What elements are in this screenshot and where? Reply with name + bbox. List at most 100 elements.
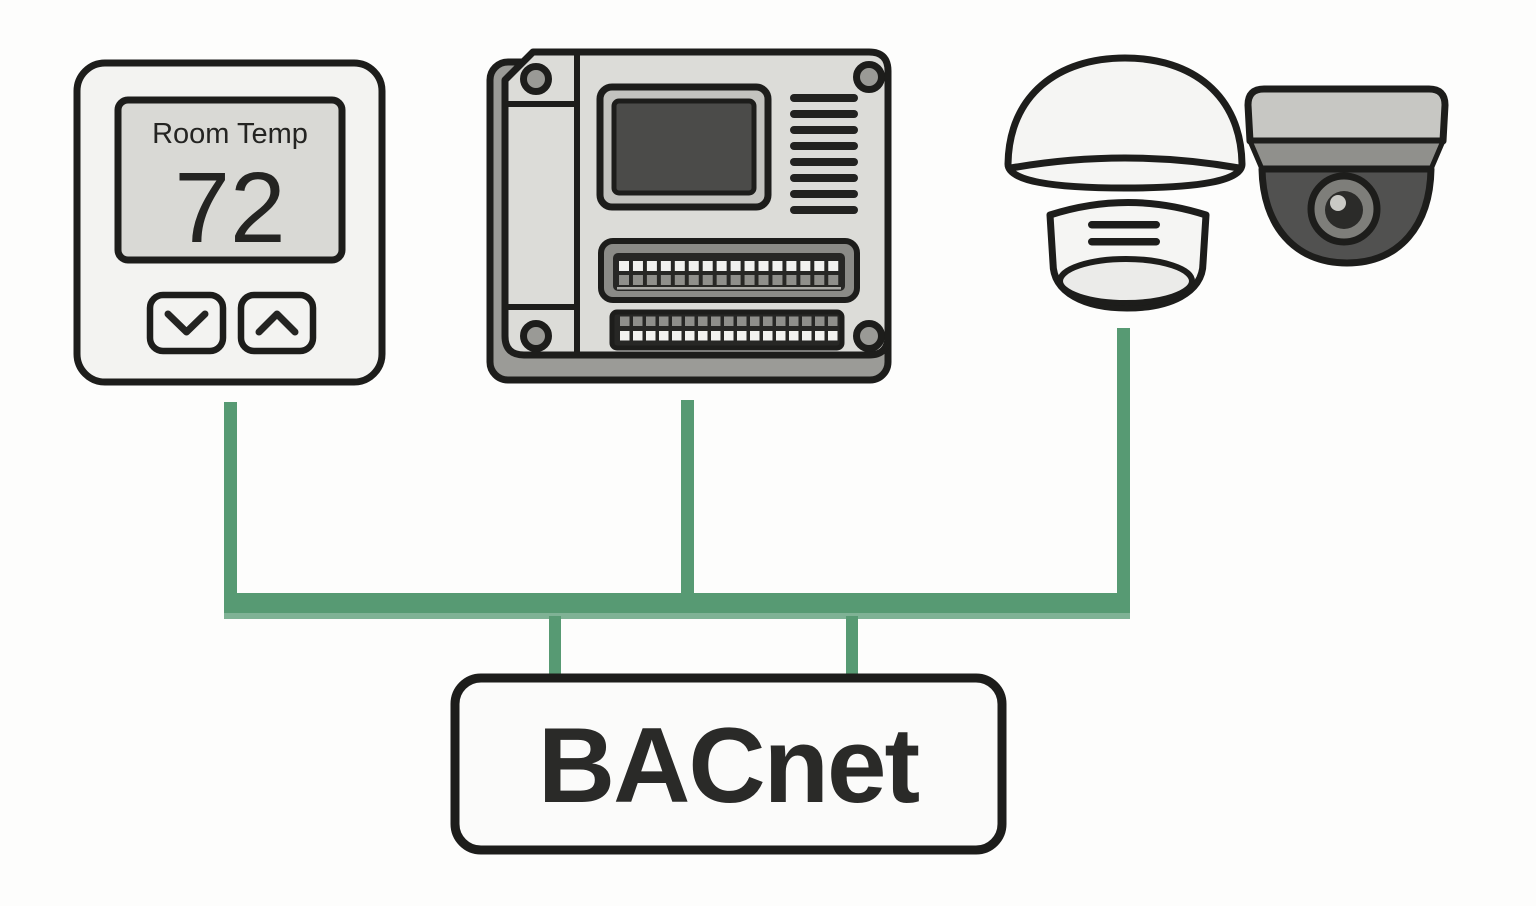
terminal-pin (750, 331, 760, 341)
network-connectors (224, 328, 1130, 679)
bacnet-drop-line-left (549, 616, 561, 679)
terminal-pin (737, 316, 747, 326)
terminal-pin (763, 331, 773, 341)
terminal-pin (763, 316, 773, 326)
screw-icon (853, 61, 885, 93)
terminal-pin (659, 316, 669, 326)
sensor-dome (1004, 54, 1246, 192)
terminal-pin (633, 316, 643, 326)
terminal-pin (750, 316, 760, 326)
terminal-pin (828, 331, 838, 341)
terminal-block-bottom-pins (620, 316, 838, 341)
controller-drop-line (681, 400, 694, 616)
terminal-pin (633, 331, 643, 341)
terminal-pin (716, 275, 727, 285)
terminal-pin (620, 331, 630, 341)
sensor-drop-line (1117, 328, 1130, 616)
thermostat-display (114, 96, 346, 264)
terminal-pin (685, 331, 695, 341)
screw-icon (520, 320, 552, 352)
vent-bar (790, 110, 858, 118)
terminal-pin (730, 261, 741, 271)
temp-down-button[interactable] (146, 291, 227, 355)
terminal-pin (660, 261, 671, 271)
terminal-pin (620, 316, 630, 326)
terminal-pin (619, 275, 629, 285)
ceiling-smoke-detector (1004, 54, 1246, 312)
terminal-pin (789, 331, 799, 341)
vent-bar (790, 142, 858, 150)
thermostat: Room Temp 72 (73, 59, 386, 386)
vent-grille (790, 94, 858, 214)
vent-bar (790, 174, 858, 182)
controller-mount-strip (507, 54, 580, 353)
terminal-pin (632, 261, 643, 271)
camera-lens (1325, 191, 1363, 229)
terminal-pin (724, 331, 734, 341)
terminal-pin (646, 316, 656, 326)
bus-line-shadow (224, 613, 1130, 619)
vent-bar (790, 126, 858, 134)
bacnet-label: BACnet (538, 705, 920, 825)
terminal-pin (688, 275, 699, 285)
camera-housing (1244, 85, 1449, 145)
terminal-pin (786, 275, 797, 285)
bacnet-box (450, 673, 1007, 855)
temp-up-button-face[interactable] (237, 291, 317, 355)
sensor-vent-slot (1088, 221, 1160, 229)
temp-up-button[interactable] (237, 291, 317, 355)
terminal-pin (815, 316, 825, 326)
terminal-pin (619, 261, 629, 271)
bacnet-drop-line-right (846, 616, 858, 679)
terminal-pin (758, 261, 769, 271)
terminal-block-top-pins (619, 261, 839, 285)
terminal-pin (828, 261, 839, 271)
terminal-pin (702, 275, 713, 285)
terminal-pin (674, 261, 685, 271)
terminal-pin (646, 331, 656, 341)
terminal-pin (672, 331, 682, 341)
sensor-base-bottom (1057, 256, 1195, 306)
terminal-pin (711, 316, 721, 326)
terminal-pin (802, 331, 812, 341)
terminal-pin (758, 275, 769, 285)
terminal-pin (814, 275, 825, 285)
terminal-block-top-ledge (617, 287, 841, 290)
terminal-pin (789, 316, 799, 326)
terminal-pin (772, 261, 783, 271)
terminal-pin (744, 261, 755, 271)
terminal-pin (646, 275, 657, 285)
terminal-pin (772, 275, 783, 285)
dome-camera (1244, 85, 1449, 267)
room-temp-label: Room Temp (152, 118, 308, 150)
camera-band (1247, 138, 1446, 172)
controller-screen (611, 98, 757, 196)
ddc-controller (486, 48, 892, 384)
terminal-pin (698, 331, 708, 341)
temperature-value: 72 (174, 152, 285, 264)
terminal-pin (646, 261, 657, 271)
terminal-pin (711, 331, 721, 341)
terminal-pin (724, 316, 734, 326)
vent-bar (790, 158, 858, 166)
bus-line (224, 593, 1130, 613)
thermostat-drop-line (224, 402, 237, 616)
chevron-up-icon (255, 310, 299, 336)
screw-icon (520, 63, 552, 95)
screw-icon (853, 320, 885, 352)
temp-down-button-face[interactable] (146, 291, 227, 355)
terminal-pin (672, 316, 682, 326)
terminal-pin (828, 275, 839, 285)
bacnet-network-box: BACnet (450, 673, 1007, 855)
terminal-pin (800, 275, 811, 285)
terminal-pin (776, 316, 786, 326)
sensor-vent-slot (1088, 238, 1160, 246)
vent-bar (790, 94, 858, 102)
terminal-pin (802, 316, 812, 326)
terminal-pin (814, 261, 825, 271)
terminal-pin (776, 331, 786, 341)
terminal-pin (674, 275, 685, 285)
camera-lens-highlight (1330, 195, 1346, 211)
